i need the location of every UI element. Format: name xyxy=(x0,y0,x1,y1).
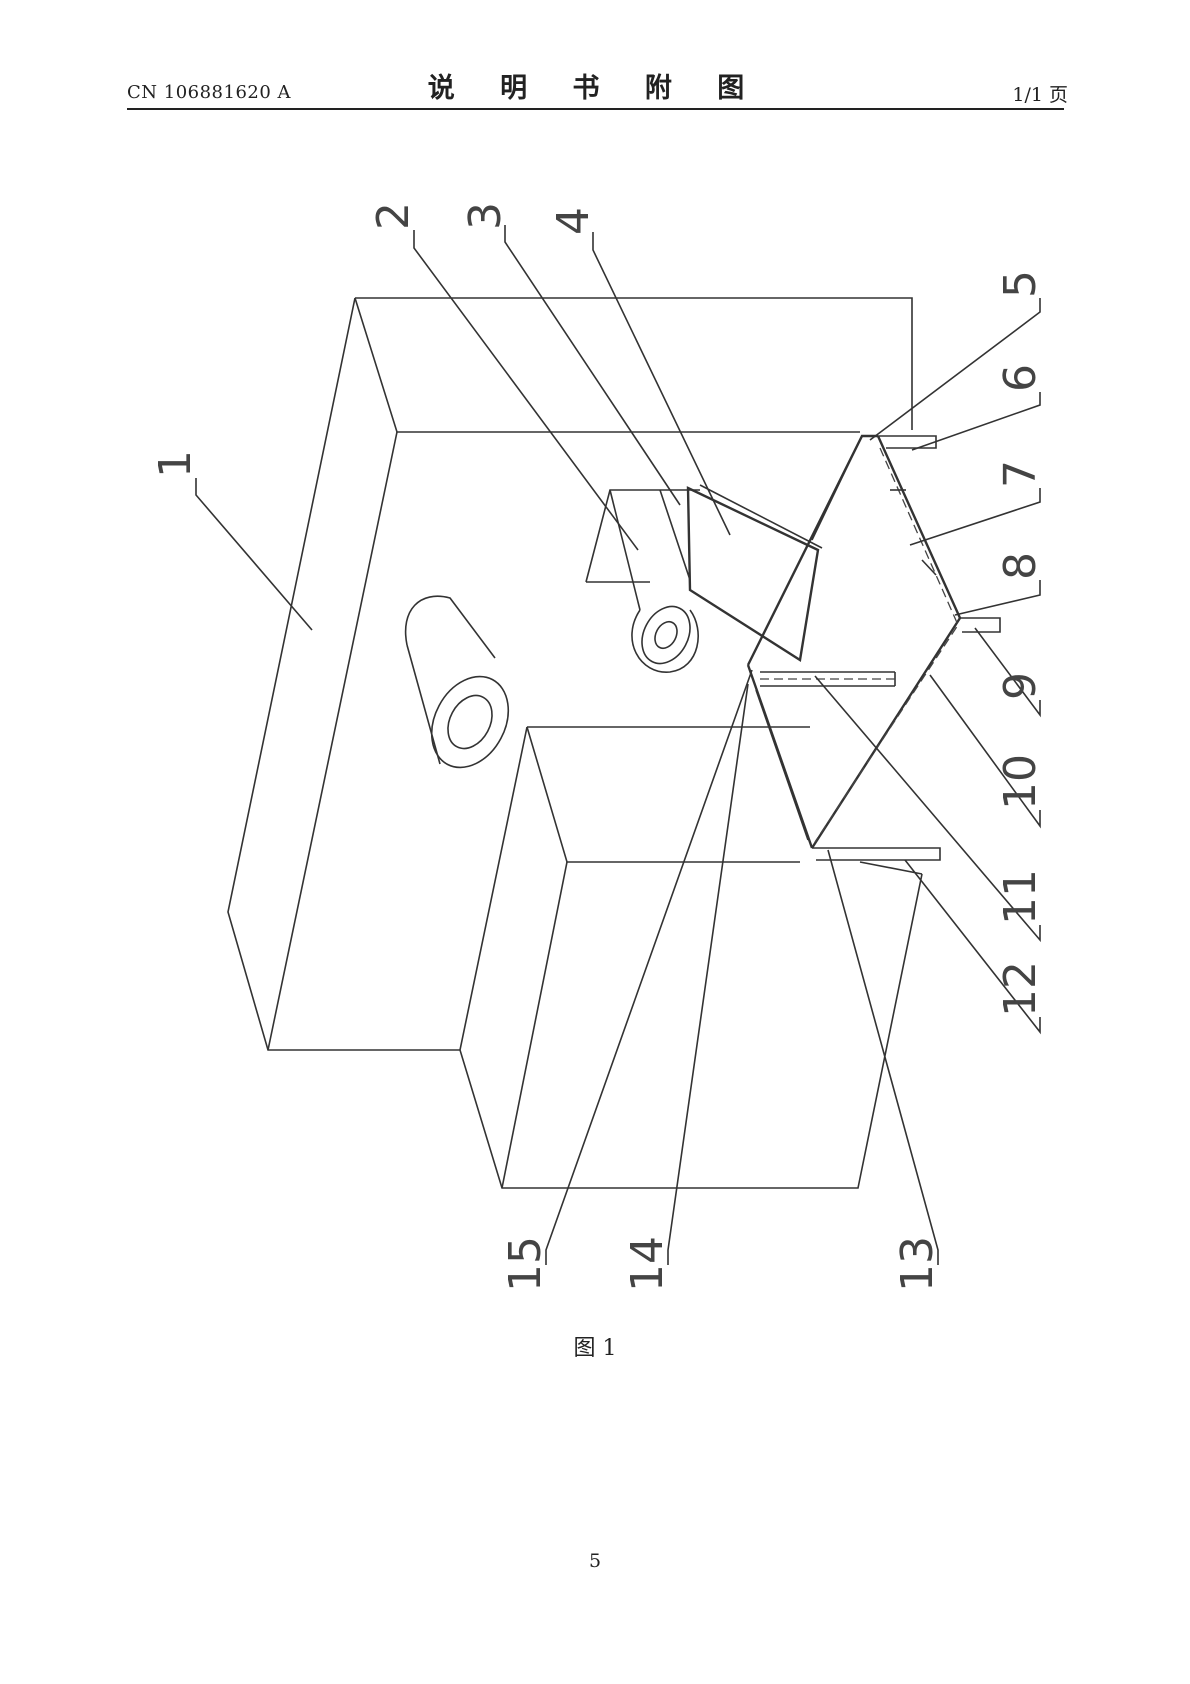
patent-number: CN 106881620 A xyxy=(127,82,292,103)
callout-12: 12 xyxy=(995,961,1046,1017)
callout-9: 9 xyxy=(995,672,1046,700)
callout-labels: 1 2 3 4 5 6 7 8 9 10 11 12 13 14 15 xyxy=(150,202,1046,1292)
callout-4: 4 xyxy=(548,207,599,235)
page-number: 5 xyxy=(588,1550,602,1572)
lower-housing xyxy=(459,726,923,1189)
callout-14: 14 xyxy=(622,1236,673,1292)
callout-13: 13 xyxy=(892,1236,943,1292)
callout-8: 8 xyxy=(995,552,1046,580)
callout-5: 5 xyxy=(995,270,1046,298)
main-housing xyxy=(227,297,913,1051)
callout-15: 15 xyxy=(500,1236,551,1292)
pipe-fitting xyxy=(404,595,510,769)
callout-6: 6 xyxy=(995,364,1046,392)
callout-3: 3 xyxy=(460,202,511,230)
section-title: 说 明 书 附 图 xyxy=(427,73,763,104)
page-count: 1/1 页 xyxy=(1012,84,1068,106)
callout-10: 10 xyxy=(995,754,1046,810)
motor-assembly xyxy=(585,484,823,673)
callout-1: 1 xyxy=(150,450,201,478)
callout-2: 2 xyxy=(368,202,419,230)
callout-11: 11 xyxy=(995,869,1046,925)
callout-7: 7 xyxy=(995,460,1046,488)
leader-lines xyxy=(195,225,1041,1265)
hopper-trough xyxy=(746,434,1001,861)
header-rule xyxy=(127,108,1064,110)
figure-caption: 图 1 xyxy=(573,1336,617,1361)
